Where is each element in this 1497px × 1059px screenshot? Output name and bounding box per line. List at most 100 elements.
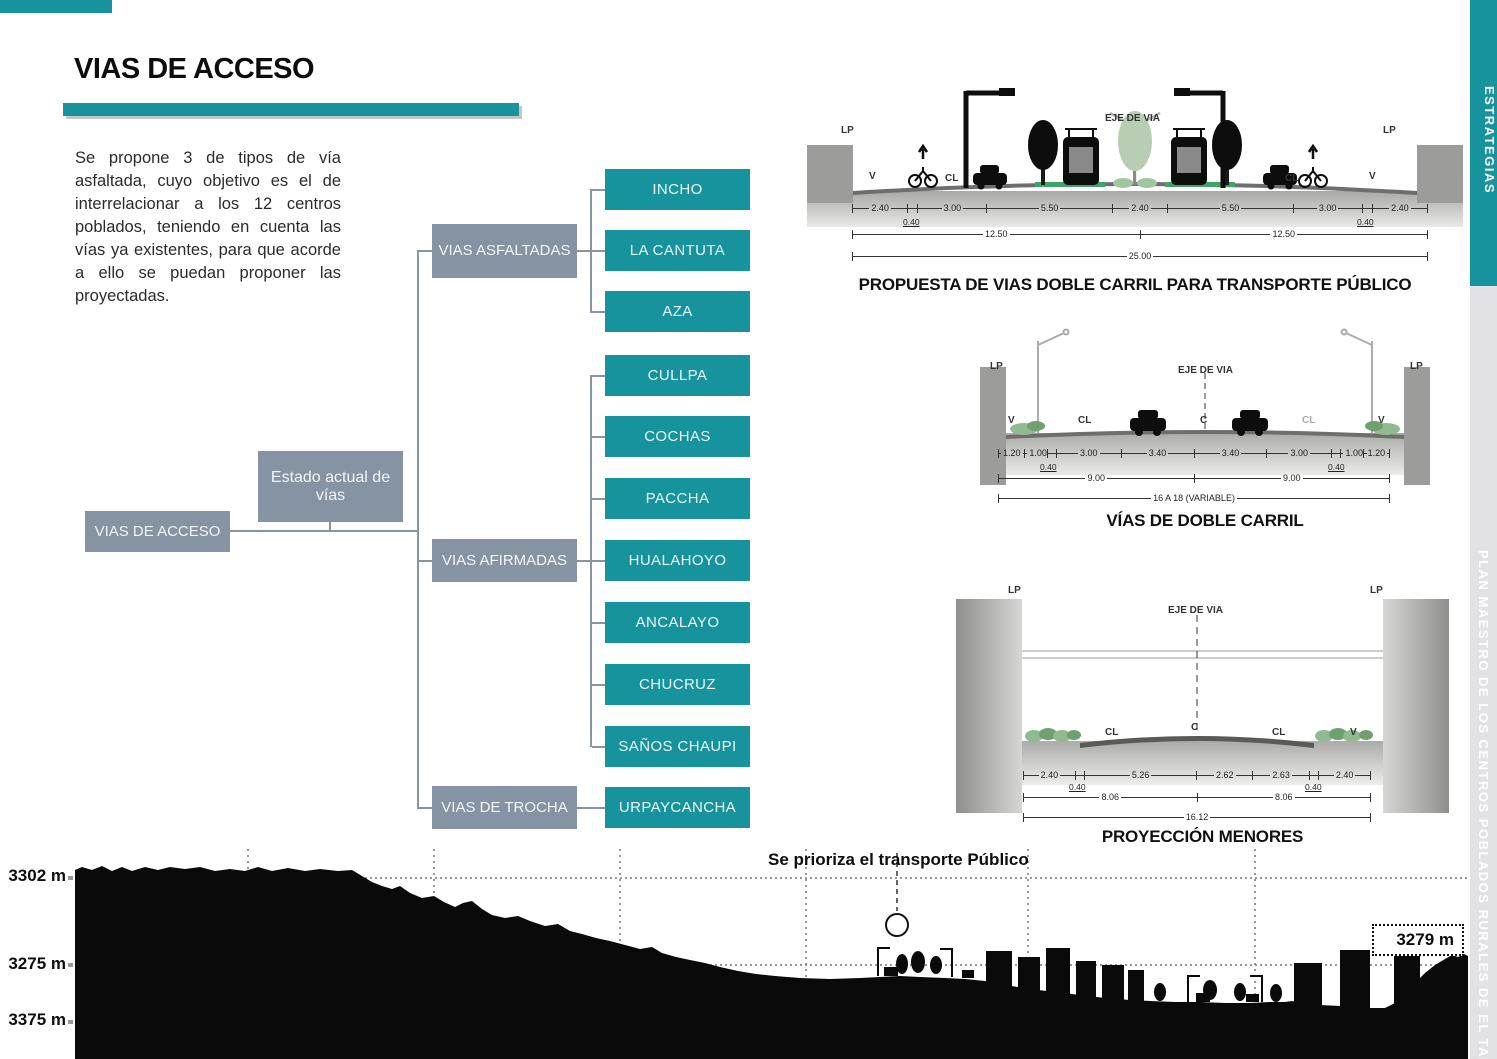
cross-section-drawing <box>956 599 1449 813</box>
section-caption: PROYECCIÓN MENORES <box>1101 827 1304 846</box>
connector-line <box>577 807 605 809</box>
soil-band <box>980 433 1430 475</box>
dimension-row: 9.00 9.00 <box>998 473 1390 484</box>
flow-root-box: VIAS DE ACCESO <box>85 511 230 552</box>
dim-cell: 2.40 <box>852 204 908 213</box>
road-surface <box>1006 430 1404 439</box>
dim-cell: 8.06 <box>1023 793 1197 802</box>
terrain-silhouette <box>75 866 1468 1059</box>
connector-line <box>592 311 605 313</box>
dimension-row: 8.06 8.06 <box>1023 792 1371 803</box>
transport-priority-annotation: Se prioriza el transporte Público <box>768 850 1029 869</box>
dim-cell: 12.50 <box>852 230 1140 239</box>
connector-line <box>590 375 592 747</box>
connector-line <box>417 250 419 809</box>
verge-label: V <box>1378 415 1385 426</box>
median-bush <box>1137 178 1157 188</box>
flow-item-urpaycancha: URPAYCANCHA <box>605 787 750 828</box>
connector-line <box>592 622 605 624</box>
dim-cell: 3.00 <box>1292 204 1362 213</box>
connector-line <box>577 560 591 562</box>
flow-item-sanos-chaupi: SAÑOS CHAUPI <box>605 726 750 767</box>
dim-cell: 2.40 <box>1111 204 1168 213</box>
elevation-badge: 3279 m <box>1372 924 1464 956</box>
elevation-label: 3375 m <box>8 1010 66 1029</box>
flow-item-cochas: COCHAS <box>605 416 750 457</box>
dim-cell: 16.12 <box>1023 813 1371 822</box>
sidebar-plan-band: PLAN MAESTRO DE LOS CENTROS POBLADOS RUR… <box>1470 286 1497 1059</box>
gutter-dim-label: 0.40 <box>1305 782 1322 792</box>
connector-line <box>590 189 592 313</box>
dim-cell: 1.00 <box>1340 449 1367 458</box>
flow-item-cullpa: CULLPA <box>605 355 750 396</box>
elevation-label: 3302 m <box>8 866 66 885</box>
dim-cell: 2.40 <box>1371 204 1429 213</box>
verge-label: V <box>869 171 876 182</box>
dimension-row: 2.40 5.26 2.62 2.63 2.40 <box>1023 770 1371 781</box>
dim-cell: 1.00 <box>1024 449 1051 458</box>
flow-item-incho: INCHO <box>605 169 750 210</box>
connector-line <box>230 530 418 532</box>
flow-item-paccha: PACCHA <box>605 478 750 519</box>
lamp-post-icon <box>963 88 1015 188</box>
soil-band <box>807 191 1463 227</box>
dim-cell: 5.50 <box>986 204 1112 213</box>
connector-line <box>592 746 605 748</box>
dim-cell: 1.20 <box>1362 449 1391 458</box>
street-scene <box>877 947 1282 1002</box>
connector-line <box>329 522 331 531</box>
verge-label: V <box>1350 727 1357 738</box>
section-caption: PROPUESTA DE VIAS DOBLE CARRIL PARA TRAN… <box>858 275 1412 294</box>
dim-cell: 9.00 <box>1193 474 1390 483</box>
bush-icon <box>1365 421 1383 431</box>
dim-cell: 2.62 <box>1196 771 1253 780</box>
flow-item-ancalayo: ANCALAYO <box>605 602 750 643</box>
dim-cell: 1.20 <box>998 449 1025 458</box>
corner-accent-strip <box>0 0 112 13</box>
tree-icon <box>1212 120 1242 185</box>
elevation-label: 3275 m <box>8 954 66 973</box>
car-icon <box>1232 410 1268 436</box>
car-icon <box>973 165 1007 190</box>
connector-line <box>592 250 605 252</box>
lamp-post-icon <box>1037 328 1070 433</box>
earth-mass-right <box>1383 599 1449 813</box>
earth-mass-right <box>1404 367 1430 485</box>
lp-label: LP <box>990 361 1003 372</box>
flow-group-afirmadas: VIAS AFIRMADAS <box>432 539 577 582</box>
sidebar-plan-label: PLAN MAESTRO DE LOS CENTROS POBLADOS RUR… <box>1476 550 1491 1059</box>
dimension-row: 12.50 12.50 <box>852 229 1428 240</box>
cross-section-doble-carril: LP LP V CL C CL V EJE DE VIA 1.20 1.00 3… <box>980 315 1430 530</box>
flow-item-aza: AZA <box>605 291 750 332</box>
dim-cell: 2.63 <box>1252 771 1309 780</box>
dim-cell <box>907 204 918 213</box>
dimension-row: 25.00 <box>852 251 1428 262</box>
dim-cell: 12.50 <box>1139 230 1428 239</box>
sidebar-strategies-band: ESTRATEGIAS <box>1470 0 1497 286</box>
dim-cell: 9.00 <box>998 474 1194 483</box>
earth-mass-left <box>980 367 1006 485</box>
building-silhouettes <box>986 940 1420 1012</box>
bike-icon <box>908 143 938 188</box>
flow-item-hualahoyo: HUALAHOYO <box>605 540 750 581</box>
cross-section-drawing <box>980 328 1430 485</box>
lp-label: LP <box>1410 361 1423 372</box>
dim-cell: 25.00 <box>852 252 1428 261</box>
bus-icon <box>1063 128 1099 185</box>
connector-line <box>419 560 432 562</box>
bush-icon <box>1315 728 1373 742</box>
cycle-lane-label: CL <box>1285 173 1299 184</box>
cross-section-doble-carril-transporte: LP LP V CL EJE DE VIA CL V 2.40 3.00 5.5… <box>805 55 1465 310</box>
connector-line <box>592 189 605 191</box>
earth-mass-left <box>956 599 1022 813</box>
elevation-profile <box>68 849 1468 1059</box>
projection-lines <box>1022 650 1383 659</box>
dim-cell: 2.40 <box>1318 771 1371 780</box>
section-caption: VÍAS DE DOBLE CARRIL <box>1106 511 1304 530</box>
page-title: VIAS DE ACCESO <box>74 53 315 85</box>
flow-group-trocha: VIAS DE TROCHA <box>432 786 577 829</box>
earth-mass-left <box>807 145 853 203</box>
lp-label: LP <box>1383 125 1396 136</box>
dim-cell <box>1046 449 1057 458</box>
earth-mass-right <box>1417 145 1463 203</box>
